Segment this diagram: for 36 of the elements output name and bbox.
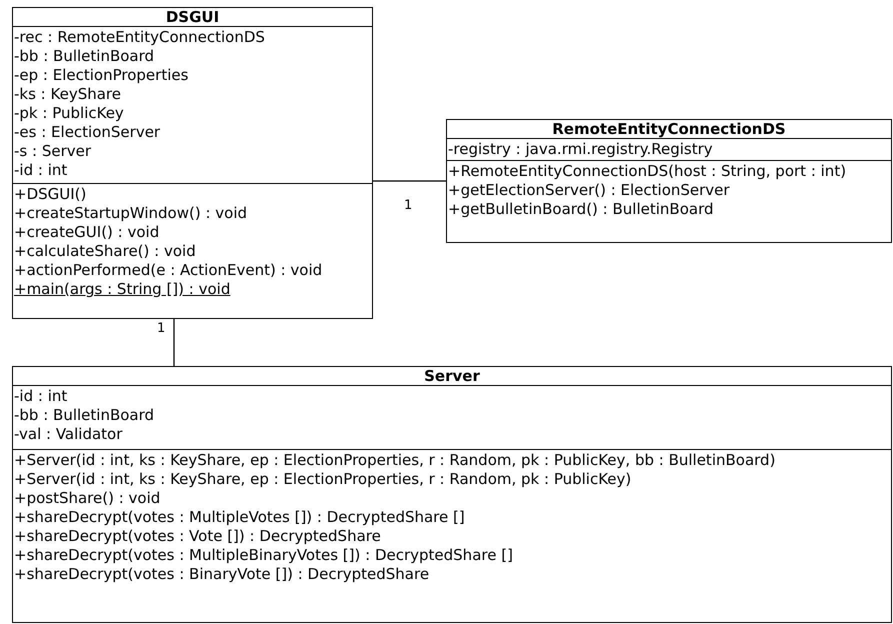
class-member: +shareDecrypt(votes : MultipleVotes []) : DecryptedShare [] xyxy=(14,508,465,527)
class-member: +DSGUI() xyxy=(14,185,86,204)
static-method: +main(args : String []) : void xyxy=(14,280,230,299)
class-member: -registry : java.rmi.registry.Registry xyxy=(448,140,713,159)
class-member: +getElectionServer() : ElectionServer xyxy=(448,181,730,200)
class-box xyxy=(12,7,373,319)
class-member: -es : ElectionServer xyxy=(14,123,160,142)
class-member: -id : int xyxy=(14,161,68,180)
class-member: -bb : BulletinBoard xyxy=(14,406,154,425)
class-name: DSGUI xyxy=(13,8,372,27)
class-member: -pk : PublicKey xyxy=(14,104,124,123)
class-name: RemoteEntityConnectionDS xyxy=(447,120,891,139)
class-member: -s : Server xyxy=(14,142,92,161)
class-member: +Server(id : int, ks : KeyShare, ep : ElectionProperties, r : Random, pk : PublicKey, bb : BulletinBoard) xyxy=(14,451,776,470)
class-member: -val : Validator xyxy=(14,425,122,444)
class-member: +shareDecrypt(votes : MultipleBinaryVotes []) : DecryptedShare [] xyxy=(14,546,513,565)
class-member: -rec : RemoteEntityConnectionDS xyxy=(14,28,265,47)
class-member: -ks : KeyShare xyxy=(14,85,121,104)
class-member: -bb : BulletinBoard xyxy=(14,47,154,66)
association-line xyxy=(373,180,446,182)
class-member: +createStartupWindow() : void xyxy=(14,204,248,223)
class-box xyxy=(446,119,892,243)
class-member: +RemoteEntityConnectionDS(host : String, port : int) xyxy=(448,162,846,181)
class-member: +createGUI() : void xyxy=(14,223,160,242)
class-member: -ep : ElectionProperties xyxy=(14,66,188,85)
class-name: Server xyxy=(13,367,891,386)
class-member: +shareDecrypt(votes : Vote []) : DecryptedShare xyxy=(14,527,381,546)
class-member: +Server(id : int, ks : KeyShare, ep : ElectionProperties, r : Random, pk : PublicKey) xyxy=(14,470,632,489)
class-member: +shareDecrypt(votes : BinaryVote []) : DecryptedShare xyxy=(14,565,430,584)
class-member: +calculateShare() : void xyxy=(14,242,196,261)
association-line xyxy=(173,319,175,366)
class-member: -id : int xyxy=(14,387,68,406)
class-member: +postShare() : void xyxy=(14,489,160,508)
class-member: +getBulletinBoard() : BulletinBoard xyxy=(448,200,714,219)
class-box xyxy=(12,366,892,623)
class-member: +actionPerformed(e : ActionEvent) : void xyxy=(14,261,322,280)
